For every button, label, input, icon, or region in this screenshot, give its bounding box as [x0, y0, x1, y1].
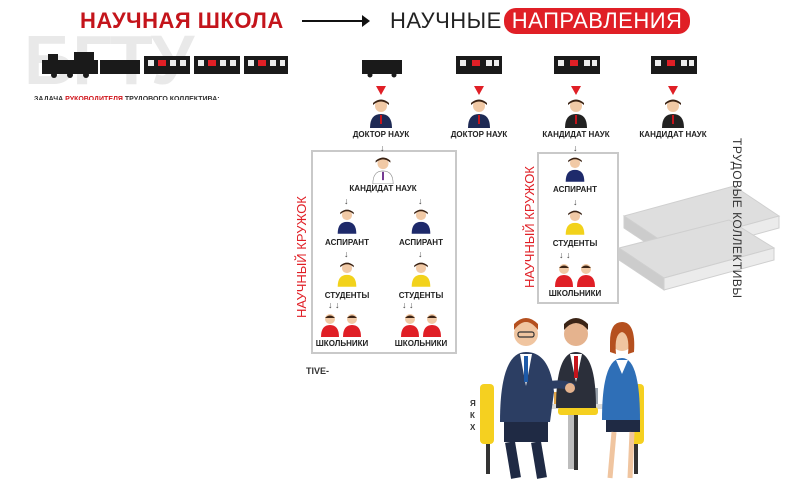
- blank-panel-bottom: [0, 350, 470, 486]
- task-prefix: ЗАДАЧА: [34, 96, 65, 103]
- title-highlight: НАПРАВЛЕНИЯ: [503, 8, 691, 34]
- text-fragment: Я К Х: [470, 399, 476, 432]
- persons-pupils-icon: [401, 314, 441, 337]
- blank-panel-left: [0, 100, 256, 350]
- label-doctor: ДОКТОР НАУК: [450, 130, 508, 139]
- person-candidate-icon: [372, 157, 394, 184]
- business-meeting-illustration: [480, 318, 644, 479]
- arrow-down-small-icon: ↓: [344, 196, 349, 206]
- vertical-label-science-circle-right: НАУЧНЫЙ КРУЖОК: [522, 166, 537, 288]
- arrow-down-small-icon: ↓: [573, 197, 578, 207]
- arrow-down-small-icon: ↓: [573, 143, 578, 153]
- person-student-icon: [565, 210, 585, 235]
- arrow-down-small-icon: ↓ ↓: [559, 250, 571, 260]
- person-aspirant-icon: [565, 157, 585, 182]
- label-candidate: КАНДИДАТ НАУК: [639, 130, 707, 139]
- label-pupils: ШКОЛЬНИКИ: [394, 339, 448, 348]
- arrow-down-icon: [376, 86, 386, 95]
- arrow-down-small-icon: ↓: [380, 143, 385, 153]
- person-doctor-icon: [468, 99, 490, 128]
- arrow-down-small-icon: ↓: [418, 196, 423, 206]
- label-candidate: КАНДИДАТ НАУК: [542, 130, 610, 139]
- person-candidate-icon: [565, 99, 587, 128]
- task-caption: ЗАДАЧА РУКОВОДИТЕЛЯ ТРУДОВОГО КОЛЛЕКТИВА…: [34, 96, 220, 103]
- arrow-down-icon: [571, 86, 581, 95]
- person-aspirant-icon: [411, 209, 431, 234]
- arrow-down-small-icon: ↓ ↓: [402, 300, 414, 310]
- person-doctor-icon: [370, 99, 392, 128]
- wagons-right-icon: [362, 56, 697, 78]
- vertical-label-work-teams: ТРУДОВЫЕ КОЛЛЕКТИВЫ: [730, 138, 744, 299]
- person-student-icon: [337, 262, 357, 287]
- title-prefix: НАУЧНЫЕ: [390, 8, 502, 33]
- page-title-right: НАУЧНЫЕ НАПРАВЛЕНИЯ: [390, 8, 691, 34]
- label-students: СТУДЕНТЫ: [398, 291, 444, 300]
- page-title-left: НАУЧНАЯ ШКОЛА: [80, 8, 284, 33]
- arrow-down-small-icon: ↓ ↓: [328, 300, 340, 310]
- person-candidate-icon: [662, 99, 684, 128]
- task-highlight: РУКОВОДИТЕЛЯ: [65, 96, 123, 103]
- label-pupils: ШКОЛЬНИКИ: [548, 289, 602, 298]
- label-students: СТУДЕНТЫ: [324, 291, 370, 300]
- person-aspirant-icon: [337, 209, 357, 234]
- vertical-label-science-circle-left: НАУЧНЫЙ КРУЖОК: [294, 196, 309, 318]
- arrow-down-icon: [668, 86, 678, 95]
- persons-pupils-icon: [321, 314, 361, 337]
- task-suffix: ТРУДОВОГО КОЛЛЕКТИВА:: [123, 96, 220, 103]
- label-candidate: КАНДИДАТ НАУК: [349, 184, 417, 193]
- text-fragment: TIVE-: [306, 366, 330, 376]
- person-student-icon: [411, 262, 431, 287]
- label-aspirant: АСПИРАНТ: [553, 185, 597, 194]
- label-doctor: ДОКТОР НАУК: [352, 130, 410, 139]
- arrow-right-icon: [302, 15, 370, 27]
- books-stack-icon: [617, 185, 781, 291]
- label-aspirant: АСПИРАНТ: [325, 238, 369, 247]
- label-students: СТУДЕНТЫ: [552, 239, 598, 248]
- persons-pupils-icon: [555, 264, 595, 287]
- arrow-down-small-icon: ↓: [418, 249, 423, 259]
- label-pupils: ШКОЛЬНИКИ: [315, 339, 369, 348]
- arrow-down-small-icon: ↓: [344, 249, 349, 259]
- train-left-icon: [42, 52, 288, 78]
- label-aspirant: АСПИРАНТ: [399, 238, 443, 247]
- arrow-down-icon: [474, 86, 484, 95]
